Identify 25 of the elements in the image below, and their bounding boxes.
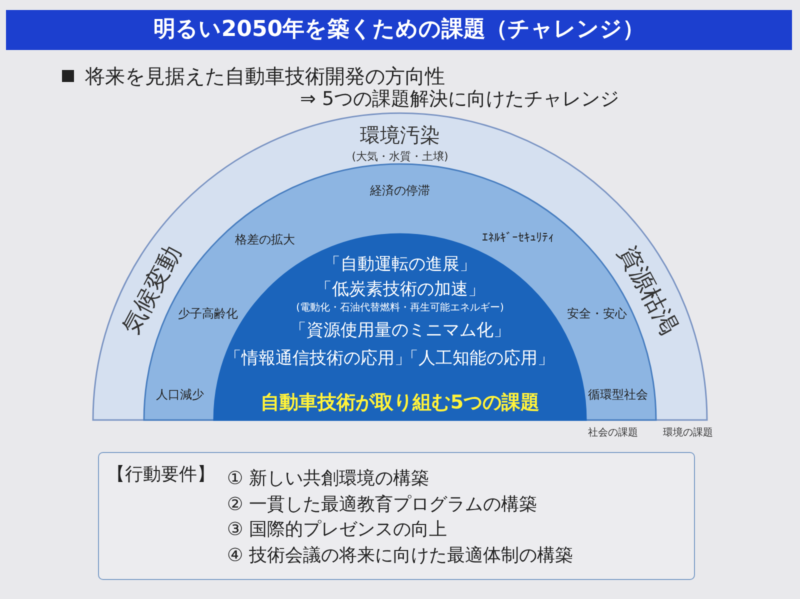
bullet-text: ⇒ 5つの課題解決に向けたチャレンジ <box>300 87 620 111</box>
list-item: ③ 国際的プレゼンスの向上 <box>227 518 447 542</box>
list-item: ① 新しい共創環境の構築 <box>227 467 429 491</box>
issue-label: 少子高齢化 <box>178 307 238 321</box>
bullet-text: 将来を見据えた自動車技術開発の方向性 <box>85 64 445 88</box>
issue-label: 安全・安心 <box>567 307 627 321</box>
challenge-label: 「自動運転の進展」 <box>324 256 476 274</box>
list-item: ④ 技術会議の将来に向けた最適体制の構築 <box>227 544 573 568</box>
node-label: 社会の課題 <box>588 428 638 438</box>
issue-label: 循環型社会 <box>588 388 648 402</box>
node-label: 環境の課題 <box>663 428 713 438</box>
band-subtitle: (大気・水質・土壌) <box>352 150 448 164</box>
issue-label: 経済の停滞 <box>370 184 430 198</box>
list-item: ② 一貫した最適教育プログラムの構築 <box>227 492 537 516</box>
challenge-label: 「資源使用量のミニマム化」 <box>290 322 510 340</box>
box-heading: 【行動要件】 <box>107 463 215 487</box>
issue-label: 人口減少 <box>156 388 204 402</box>
requirements-box <box>98 452 695 580</box>
core-heading: 自動車技術が取り組む5つの課題 <box>260 392 540 414</box>
challenge-label: 「低炭素技術の加速」 <box>315 280 485 300</box>
band-heading: 環境汚染 <box>360 124 440 146</box>
issue-label: 格差の拡大 <box>235 233 295 247</box>
challenge-note: (電動化・石油代替燃料・再生可能エネルギー) <box>296 302 504 314</box>
issue-label: ｴﾈﾙｷﾞｰｾｷｭﾘﾃｨ <box>482 231 554 245</box>
title-bar: 明るい2050年を築くための課題（チャレンジ） <box>6 10 792 50</box>
